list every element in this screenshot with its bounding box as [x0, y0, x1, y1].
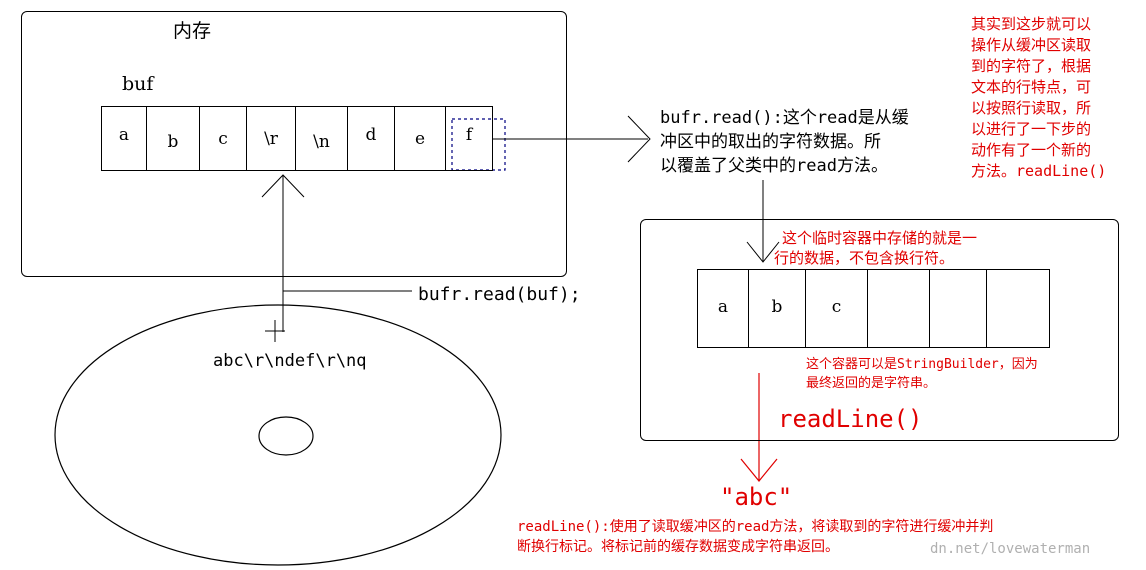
- temp-container-box: [640, 219, 1119, 441]
- disk-data-label: abc\r\ndef\r\nq: [213, 351, 367, 371]
- result-arrowhead: [740, 458, 778, 482]
- selection-box: [451, 118, 506, 171]
- buffer-cell: \n: [296, 107, 348, 170]
- line-buffer-cell: c: [806, 270, 868, 347]
- line-buffer-cell: [930, 270, 987, 347]
- buffer-array: a b c \r \n d e f: [101, 106, 493, 171]
- readline-method-label: readLine(): [778, 405, 923, 433]
- line-buffer-cell: a: [698, 270, 749, 347]
- read-call-label: bufr.read(buf);: [418, 284, 581, 305]
- line-buffer-cell: b: [749, 270, 806, 347]
- memory-box: [21, 11, 567, 277]
- buffer-cell: c: [200, 107, 247, 170]
- buffer-cell: f: [465, 124, 473, 145]
- readline-explanation-note: 其实到这步就可以 操作从缓冲区读取 到的字符了，根据 文本的行特点，可 以按照行…: [971, 15, 1107, 180]
- stringbuilder-note: 这个容器可以是StringBuilder，因为 最终返回的是字符串。: [806, 357, 1038, 391]
- memory-title: 内存: [173, 20, 212, 42]
- read-up-arrowhead: [261, 174, 305, 198]
- buffer-cell: \r: [247, 107, 296, 170]
- disk-hole: [258, 416, 314, 456]
- result-string: "abc": [720, 483, 793, 511]
- temp-container-note: 这个临时容器中存储的就是一 行的数据，不包含换行符。: [774, 229, 978, 267]
- line-buffer-array: a b c: [697, 269, 1050, 348]
- read-description: bufr.read():这个read是从缓 冲区中的取出的字符数据。所 以覆盖了…: [660, 108, 909, 176]
- buf-label: buf: [122, 73, 154, 95]
- line-buffer-cell: [987, 270, 1049, 347]
- watermark: dn.net/lovewaterman: [930, 541, 1091, 557]
- buffer-cell: a: [102, 107, 147, 170]
- buffer-to-desc-arrowhead: [627, 115, 651, 163]
- disk-outer: [54, 304, 502, 566]
- line-buffer-cell: [868, 270, 930, 347]
- buffer-cell: e: [395, 107, 446, 170]
- readline-summary-note: readLine():使用了读取缓冲区的read方法，将读取到的字符进行缓冲并判…: [517, 519, 994, 555]
- buffer-cell: d: [348, 107, 395, 170]
- desc-to-temp-arrowhead: [746, 241, 780, 263]
- buffer-cell: b: [147, 107, 200, 170]
